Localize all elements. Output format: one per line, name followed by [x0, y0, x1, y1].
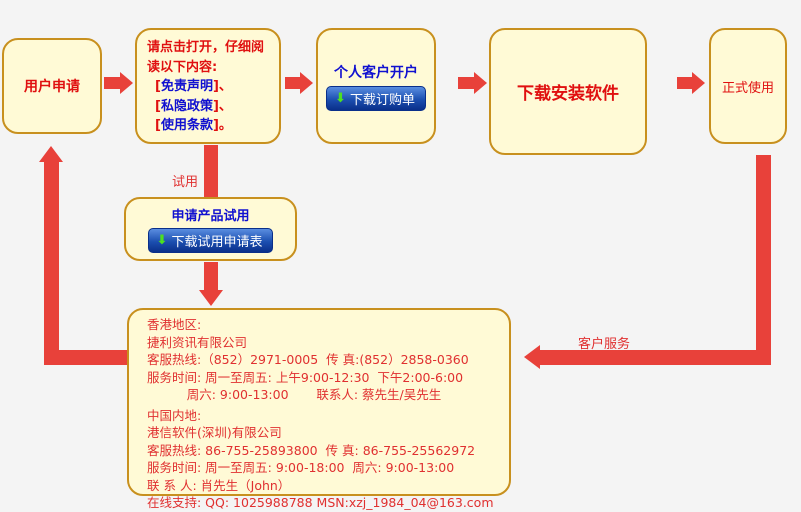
hk-heading: 香港地区:: [147, 317, 202, 332]
use-label: 正式使用: [721, 80, 774, 96]
hk-company: 捷利资讯有限公司: [147, 334, 248, 350]
service-head: [524, 345, 540, 369]
step-install: 下载安装软件: [489, 28, 647, 155]
cn-heading: 中国内地:: [147, 407, 202, 423]
download-arrow-icon: ⬇: [156, 233, 168, 248]
step-apply: 用户申请: [2, 38, 102, 134]
contact-info: 香港地区: 捷利资讯有限公司客服热线:（852）2971-0005 传 真:(85…: [147, 316, 494, 512]
hk-saturday-contact: 周六: 9:00-13:00 联系人: 蔡先生/吴先生: [147, 387, 442, 402]
step-read-terms: 请点击打开，仔细阅读以下内容: [免责声明]、 [私隐政策]、 [使用条款]。: [135, 28, 281, 144]
arrow-2: [285, 77, 300, 89]
trial-title: 申请产品试用: [171, 209, 250, 224]
open-account-label: 个人客户开户: [334, 64, 418, 81]
loop-left-horizontal: [44, 350, 128, 365]
download-trial-button[interactable]: ⬇下载试用申请表: [147, 228, 274, 253]
step-apply-label: 用户申请: [24, 79, 80, 95]
hk-phone: 客服热线:（852）2971-0005 传 真:(852）2858-0360: [147, 352, 469, 367]
download-order-label: 下载订购单: [349, 92, 415, 108]
trial-down-head: [199, 290, 223, 306]
step-trial: 申请产品试用 ⬇下载试用申请表: [124, 197, 297, 261]
disclaimer-link[interactable]: 免责声明: [160, 79, 213, 94]
contact-info-box: 香港地区: 捷利资讯有限公司客服热线:（852）2971-0005 传 真:(85…: [127, 308, 511, 510]
cn-company: 港信软件(深圳)有限公司: [147, 425, 282, 440]
loop-left-vertical: [44, 162, 59, 365]
read-intro: 请点击打开，仔细阅读以下内容:: [147, 40, 265, 75]
arrow-4: [677, 77, 692, 89]
trial-down-line: [204, 262, 218, 290]
cn-hours: 服务时间: 周一至周五: 9:00-18:00 周六: 9:00-13:00: [147, 460, 455, 475]
step-use: 正式使用: [709, 28, 787, 144]
arrow-2-head: [300, 72, 313, 94]
cn-contact: 联 系 人: 肖先生（John）: [147, 477, 291, 493]
download-trial-label: 下载试用申请表: [171, 235, 263, 250]
trial-label: 试用: [172, 175, 199, 190]
loop-left-head: [39, 146, 63, 162]
download-arrow-icon: ⬇: [335, 90, 346, 106]
service-horizontal: [540, 350, 771, 365]
arrow-3-head: [474, 72, 487, 94]
cn-phone: 客服热线: 86-755-25893800 传 真: 86-755-255629…: [147, 442, 476, 458]
privacy-link[interactable]: 私隐政策: [160, 98, 213, 114]
trial-line: [204, 145, 218, 197]
service-label: 客户服务: [578, 337, 631, 352]
hk-hours: 服务时间: 周一至周五: 上午9:00-12:30 下午2:00-6:00: [147, 369, 464, 385]
terms-link[interactable]: 使用条款: [160, 118, 213, 133]
arrow-1-head: [120, 72, 133, 94]
install-label: 下载安装软件: [517, 84, 619, 104]
arrow-1: [104, 77, 120, 89]
arrow-4-head: [692, 72, 705, 94]
download-order-button[interactable]: ⬇下载订购单: [326, 85, 426, 111]
service-vertical: [756, 155, 771, 365]
arrow-3: [458, 77, 474, 89]
step-open-account: 个人客户开户 ⬇下载订购单: [316, 28, 436, 144]
